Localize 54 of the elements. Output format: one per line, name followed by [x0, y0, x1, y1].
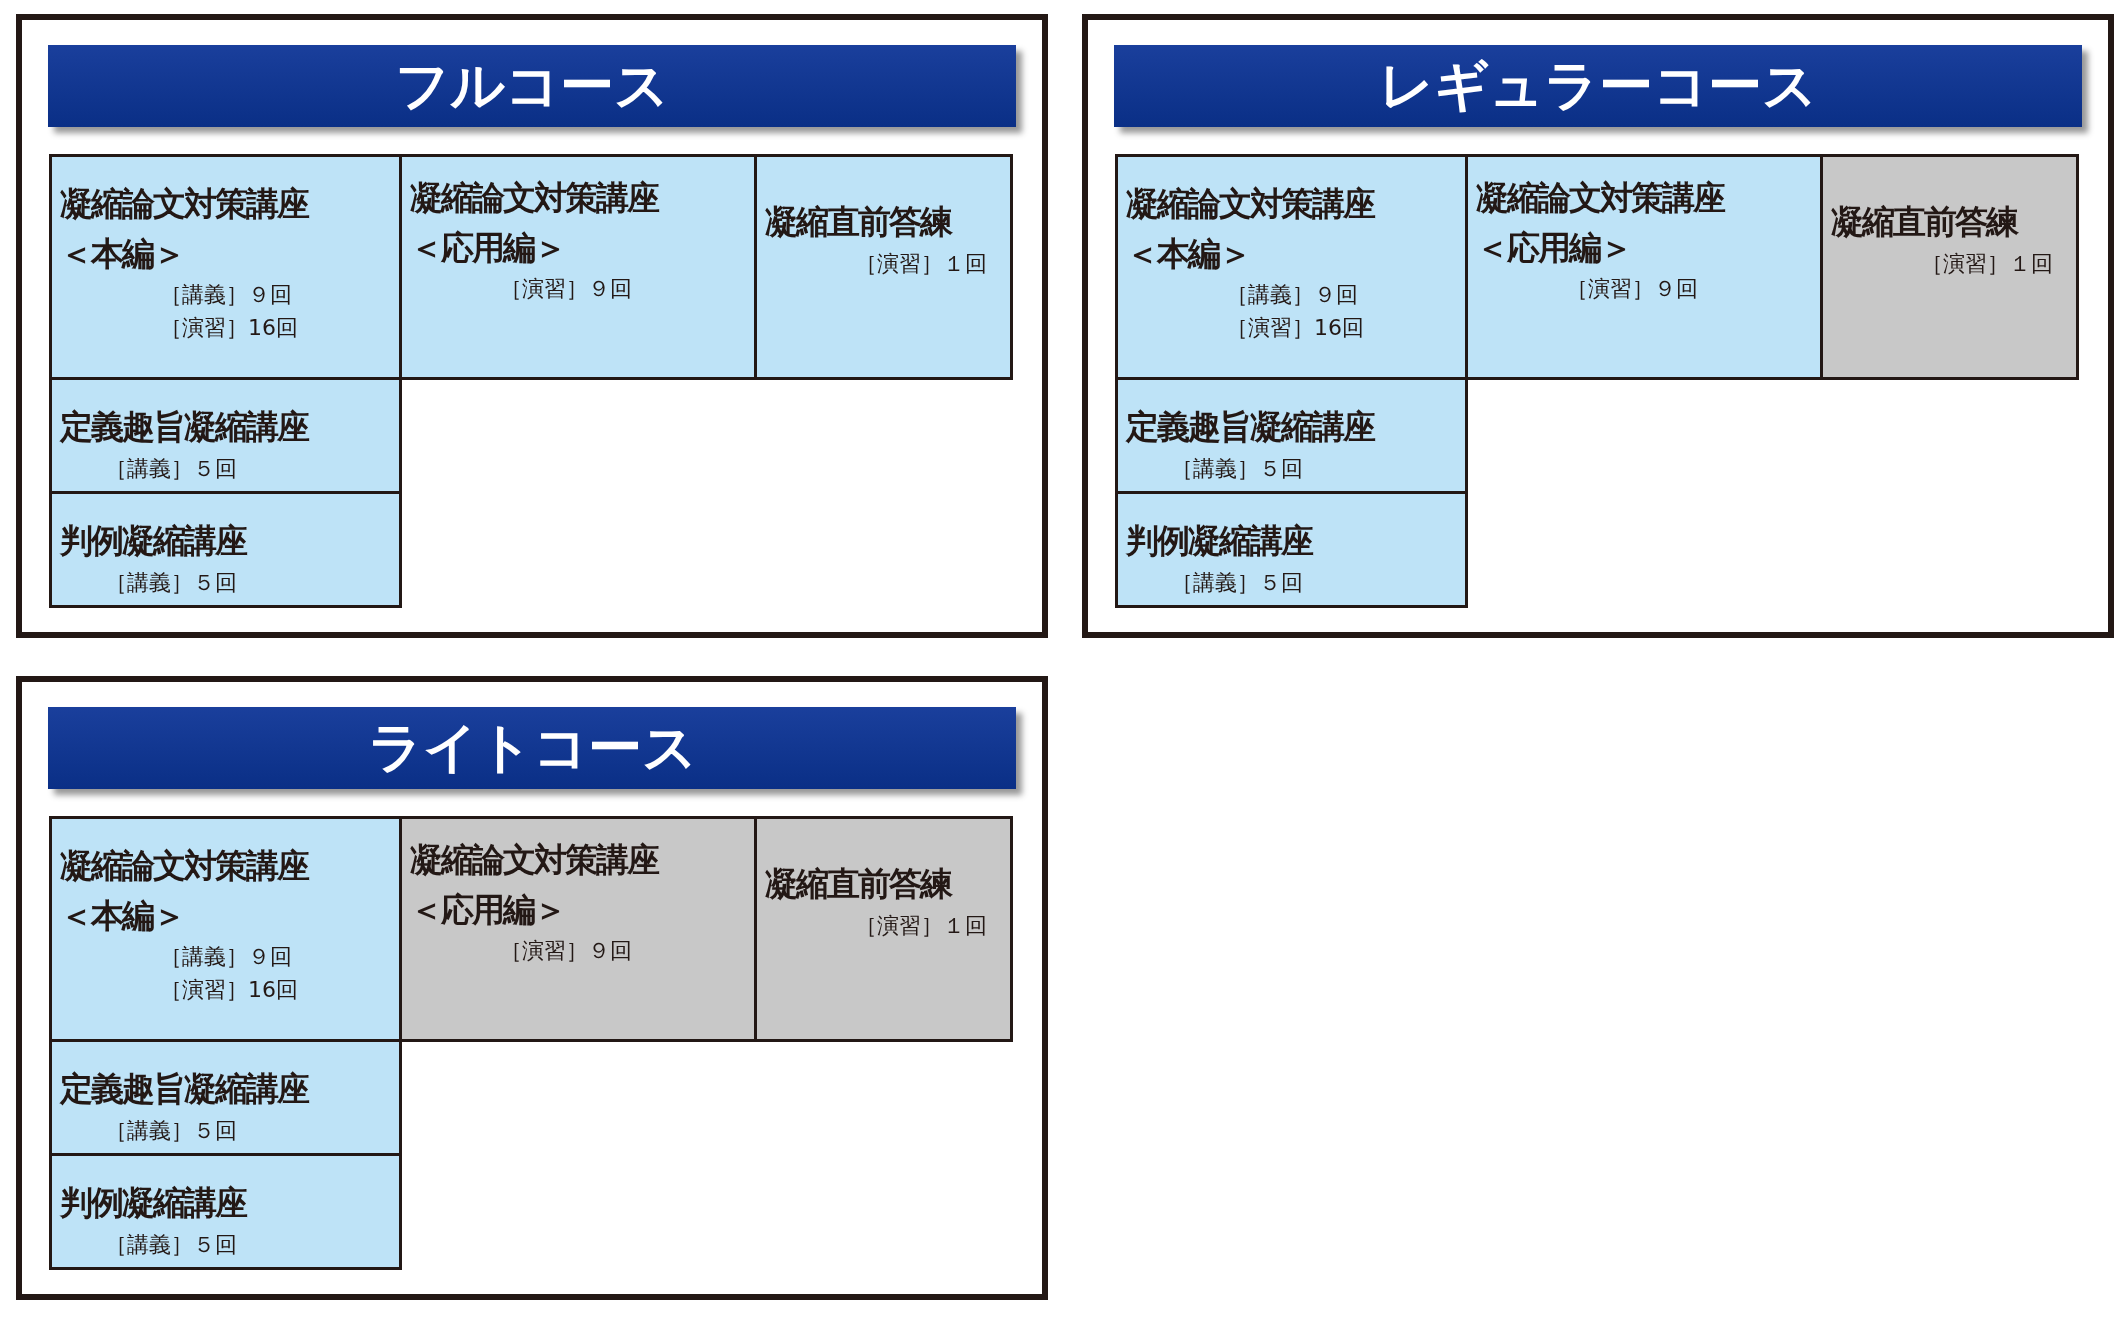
lecture-title: 定義趣旨凝縮講座: [1126, 406, 1376, 448]
lecture-cell: [399, 154, 757, 380]
lecture-cell: [1115, 154, 1468, 380]
course-panel: [16, 676, 1048, 1300]
session-count: ［演習］16回: [1226, 314, 1364, 342]
session-count: ［演習］１回: [855, 911, 987, 940]
lecture-cell: [1115, 377, 1468, 494]
course-title: レギュラーコース: [1379, 52, 1817, 119]
lecture-title: 判例凝縮講座: [1126, 520, 1314, 562]
lecture-title: 定義趣旨凝縮講座: [60, 406, 310, 448]
session-count: ［講義］５回: [105, 568, 237, 597]
session-count: ［演習］９回: [500, 937, 632, 965]
session-count: ［演習］16回: [160, 314, 298, 342]
session-count: ［講義］５回: [1171, 454, 1303, 483]
course-panel: [16, 14, 1048, 638]
lecture-cell: [754, 816, 1013, 1042]
lecture-cell: [49, 1039, 402, 1156]
lecture-cell: [399, 816, 757, 1042]
session-count: ［演習］１回: [855, 249, 987, 278]
lecture-cell: [49, 1153, 402, 1270]
lecture-cell: [49, 491, 402, 608]
lecture-cell: [754, 154, 1013, 380]
course-title: ライトコース: [367, 714, 697, 781]
course-panel: [1082, 14, 2114, 638]
lecture-cell: [1465, 154, 1823, 380]
lecture-cell: [49, 816, 402, 1042]
session-count: ［演習］９回: [1566, 275, 1698, 303]
session-count: ［講義］９回: [160, 943, 292, 971]
course-title: フルコース: [395, 52, 669, 119]
lecture-cell: [1820, 154, 2079, 380]
lecture-title: 定義趣旨凝縮講座: [60, 1068, 310, 1110]
lecture-title: 凝縮論文対策講座＜応用編＞: [410, 839, 660, 931]
session-count: ［演習］９回: [500, 275, 632, 303]
lecture-title: 凝縮論文対策講座＜応用編＞: [1476, 177, 1726, 269]
lecture-title: 凝縮論文対策講座＜本編＞: [60, 845, 310, 937]
lecture-title: 凝縮論文対策講座＜応用編＞: [410, 177, 660, 269]
lecture-title: 判例凝縮講座: [60, 1182, 248, 1224]
session-count: ［演習］16回: [160, 976, 298, 1004]
session-count: ［講義］９回: [1226, 281, 1358, 309]
session-count: ［演習］１回: [1921, 249, 2053, 278]
lecture-cell: [1115, 491, 1468, 608]
session-count: ［講義］９回: [160, 281, 292, 309]
lecture-title: 判例凝縮講座: [60, 520, 248, 562]
session-count: ［講義］５回: [1171, 568, 1303, 597]
lecture-cell: [49, 154, 402, 380]
session-count: ［講義］５回: [105, 1230, 237, 1259]
lecture-title: 凝縮論文対策講座＜本編＞: [60, 183, 310, 275]
session-count: ［講義］５回: [105, 1116, 237, 1145]
lecture-cell: [49, 377, 402, 494]
lecture-title: 凝縮直前答練: [1831, 201, 2019, 243]
lecture-title: 凝縮直前答練: [765, 863, 953, 905]
lecture-title: 凝縮論文対策講座＜本編＞: [1126, 183, 1376, 275]
lecture-title: 凝縮直前答練: [765, 201, 953, 243]
session-count: ［講義］５回: [105, 454, 237, 483]
